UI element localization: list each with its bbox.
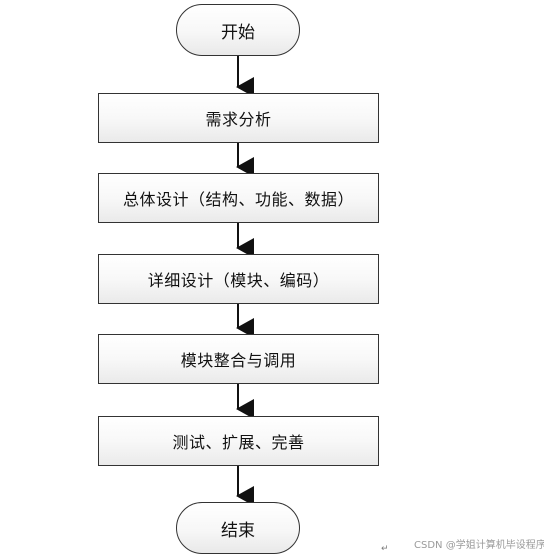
return-mark: ↵ [381, 544, 389, 554]
step-testing: 测试、扩展、完善 [98, 416, 379, 466]
start-terminal: 开始 [176, 4, 300, 56]
watermark-text: CSDN @学姐计算机毕设程序 [414, 540, 544, 551]
end-terminal: 结束 [176, 502, 300, 554]
step-label: 模块整合与调用 [180, 351, 297, 370]
step-overall-design: 总体设计（结构、功能、数据） [98, 173, 379, 223]
step-module-integration: 模块整合与调用 [98, 334, 379, 384]
step-label: 详细设计（模块、编码） [147, 271, 330, 290]
step-detailed-design: 详细设计（模块、编码） [98, 254, 379, 304]
step-label: 测试、扩展、完善 [172, 433, 305, 452]
end-label: 结束 [221, 520, 255, 541]
step-requirements-analysis: 需求分析 [98, 93, 379, 143]
start-label: 开始 [221, 22, 255, 43]
step-label: 需求分析 [205, 110, 272, 129]
step-label: 总体设计（结构、功能、数据） [122, 190, 354, 209]
